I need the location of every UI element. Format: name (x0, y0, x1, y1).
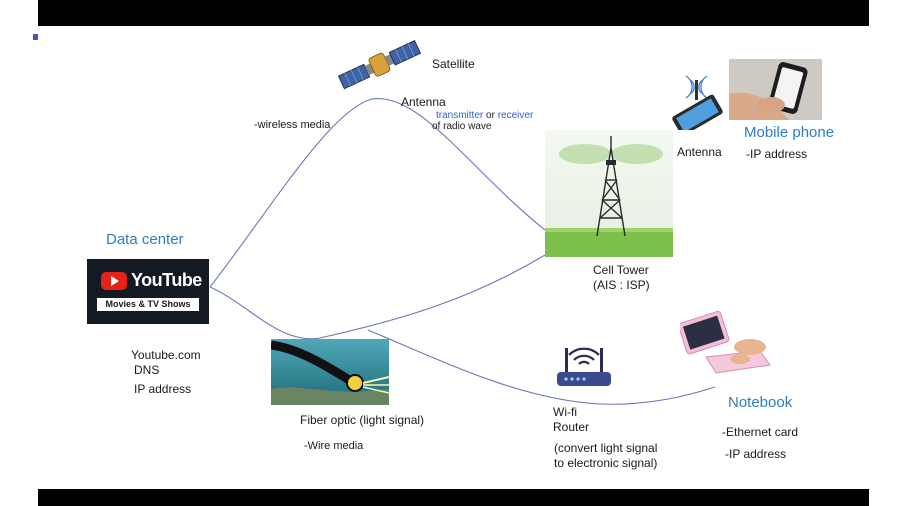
cell-tower-isp-label: (AIS : ISP) (593, 278, 650, 292)
satellite-link-line (209, 98, 546, 288)
top-black-bar (38, 0, 869, 26)
cell-tower-label: Cell Tower (593, 263, 649, 277)
mobile-phone-heading: Mobile phone (744, 124, 835, 141)
notebook-heading: Notebook (728, 394, 793, 411)
receiver-label: receiver (497, 110, 534, 121)
satellite-antenna-label: Antenna (401, 95, 446, 109)
satellite-label: Satellite (432, 57, 475, 71)
convert-signal-line1: (convert light signal (554, 441, 658, 455)
notebook-ip-label: -IP address (725, 447, 787, 461)
youtube-logo-image: YouTube Movies & TV Shows (87, 259, 209, 324)
fiber-optic-image (271, 339, 389, 405)
wifi-router-icon (554, 346, 614, 390)
radio-wave-label: of radio wave (432, 121, 492, 132)
fiber-optic-label: Fiber optic (light signal) (300, 413, 425, 427)
satellite-icon (334, 40, 424, 92)
data-center-ip-label: IP address (134, 382, 192, 396)
ethernet-card-label: -Ethernet card (722, 425, 799, 439)
youtube-com-label: Youtube.com (131, 348, 201, 362)
cell-tower-image (545, 130, 673, 257)
data-center-heading: Data center (106, 231, 184, 248)
notebook-image (680, 309, 772, 379)
or-label: or (486, 110, 495, 121)
fiber-link-line (209, 254, 546, 340)
youtube-wordmark: YouTube (131, 270, 202, 290)
mobile-phone-photo (729, 59, 822, 120)
phone-antenna-label: Antenna (677, 145, 722, 159)
bottom-black-bar (38, 489, 869, 506)
dns-label: DNS (134, 363, 160, 377)
wire-media-label: -Wire media (304, 440, 364, 452)
slide-bullet (33, 34, 38, 40)
transmitter-label: transmitter (436, 110, 484, 121)
convert-signal-line2: to electronic signal) (554, 456, 658, 470)
transmitter-receiver-text: transmitter or receiver (436, 110, 533, 122)
router-link-line (367, 329, 716, 405)
phone-ip-label: -IP address (746, 147, 808, 161)
router-label: Router (553, 420, 590, 434)
phone-antenna-icon (668, 72, 728, 130)
wifi-label: Wi-fi (553, 405, 577, 419)
wireless-media-label: -wireless media (254, 119, 331, 131)
youtube-play-icon (101, 272, 127, 290)
youtube-tagline: Movies & TV Shows (105, 299, 191, 309)
